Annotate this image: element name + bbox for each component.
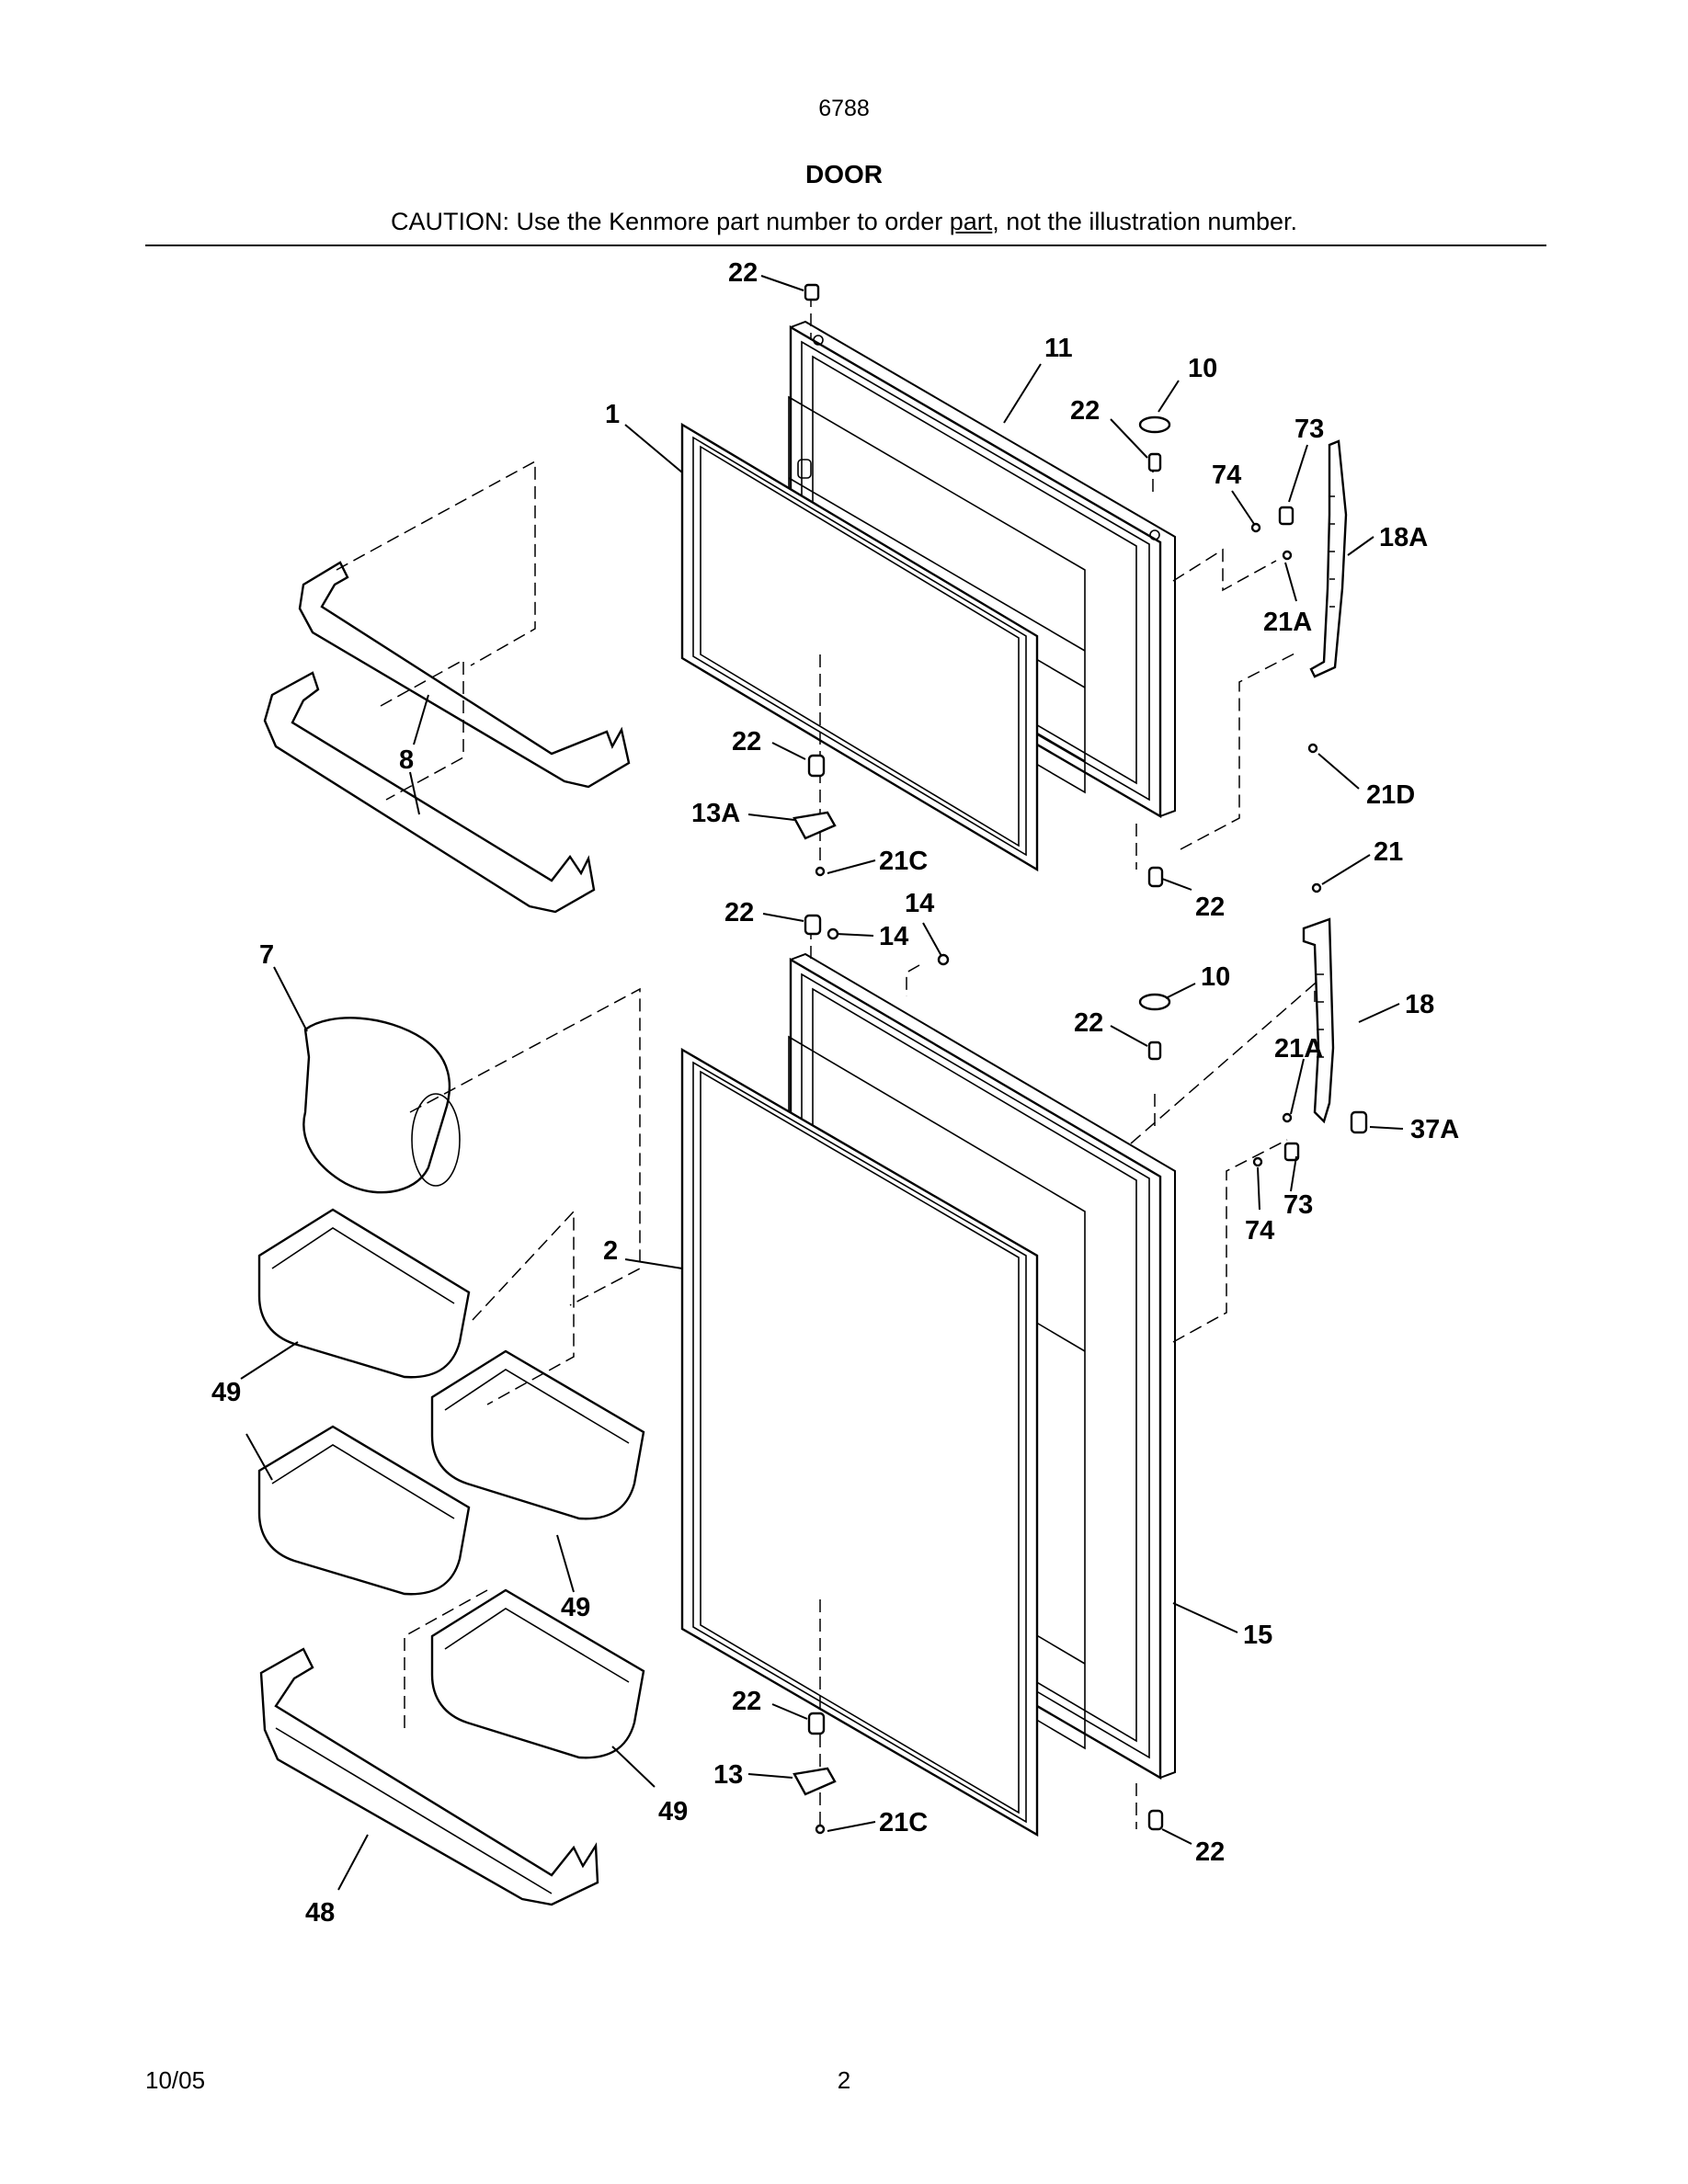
callout-22-bottom-hinge-screw: 22 [732, 1687, 761, 1716]
callout-22-fresh-food-top-screw: 22 [724, 898, 754, 927]
callout-13a-center-hinge: 13A [691, 799, 740, 828]
callout-13-bottom-hinge: 13 [713, 1760, 743, 1790]
caution-note: CAUTION: Use the Kenmore part number to … [0, 208, 1688, 236]
callout-74-fresh-food-screw: 74 [1245, 1216, 1274, 1246]
model-number: 6788 [818, 96, 870, 121]
freezer-shelf-illustrations [263, 561, 631, 914]
header-divider [145, 245, 1546, 246]
footer-page-number: 2 [837, 2066, 851, 2094]
callout-21a-fresh-food-clip-screw: 21A [1274, 1034, 1323, 1064]
callout-21d-freezer-bottom-screw: 21D [1366, 780, 1415, 810]
callout-73-fresh-food-clip: 73 [1283, 1190, 1313, 1220]
callout-74-freezer-screw: 74 [1212, 461, 1241, 490]
callout-48-door-shelf: 48 [305, 1898, 335, 1928]
door-shelf-illustration [259, 1647, 599, 1906]
callout-22-freezer-stop: 22 [1195, 893, 1225, 922]
callout-21-fresh-food-handle-screw: 21 [1374, 837, 1403, 867]
fresh-food-gasket-illustration [680, 1047, 1039, 1837]
callout-37a-handle-cap: 37A [1410, 1115, 1459, 1144]
footer-date: 10/05 [145, 2066, 206, 2094]
callout-22-freezer-plug-screw: 22 [1070, 396, 1100, 426]
callout-21c-center-hinge-screw: 21C [879, 847, 928, 876]
callout-2-fresh-food-gasket: 2 [603, 1236, 618, 1266]
callout-15-fresh-food-door: 15 [1243, 1621, 1272, 1650]
callout-21a-freezer-clip-screw: 21A [1263, 608, 1312, 637]
callout-1-freezer-gasket: 1 [605, 400, 620, 429]
caution-text-end: , not the illustration number. [992, 208, 1297, 235]
callout-18a-freezer-handle: 18A [1379, 523, 1428, 552]
door-bin-illustrations [257, 1208, 645, 1759]
dairy-door-illustration [302, 1017, 461, 1194]
fresh-food-hardware [793, 882, 1368, 1835]
callout-49-bin-c: 49 [658, 1797, 688, 1826]
callout-11-freezer-door: 11 [1044, 334, 1073, 363]
freezer-gasket-illustration [680, 422, 1039, 872]
freezer-hardware [793, 283, 1348, 888]
caution-underlined-word: part [949, 208, 993, 235]
caution-text-start: CAUTION: Use the Kenmore part number to … [391, 208, 950, 235]
callout-leader-lines [240, 275, 1404, 1891]
callout-22-top-hinge: 22 [728, 258, 758, 288]
callout-10-freezer-button: 10 [1188, 354, 1217, 383]
callout-49-bin-a: 49 [211, 1378, 241, 1407]
callout-49-bin-b: 49 [561, 1593, 590, 1622]
callout-labels: 22 11 10 22 1 73 74 18A 21A 8 22 13A 21D… [211, 258, 1459, 1928]
fresh-food-leader-lines [404, 927, 1316, 1829]
callout-8-freezer-shelves: 8 [399, 745, 414, 775]
callout-22-bottom-door-stop: 22 [1195, 1837, 1225, 1867]
callout-14-stop-a: 14 [905, 889, 934, 918]
callout-14-stop-b: 14 [879, 922, 908, 951]
callout-21c-bottom-hinge-fastener: 21C [879, 1808, 928, 1837]
callout-10-fresh-food-button: 10 [1201, 962, 1230, 992]
callout-18-fresh-food-handle: 18 [1405, 990, 1434, 1019]
section-title: DOOR [805, 160, 883, 188]
callout-73-freezer-clip: 73 [1295, 415, 1324, 444]
callout-22-freezer-center-screw: 22 [732, 727, 761, 756]
callout-7-dairy-door: 7 [259, 940, 274, 970]
callout-22-fresh-food-plug-screw: 22 [1074, 1008, 1103, 1038]
